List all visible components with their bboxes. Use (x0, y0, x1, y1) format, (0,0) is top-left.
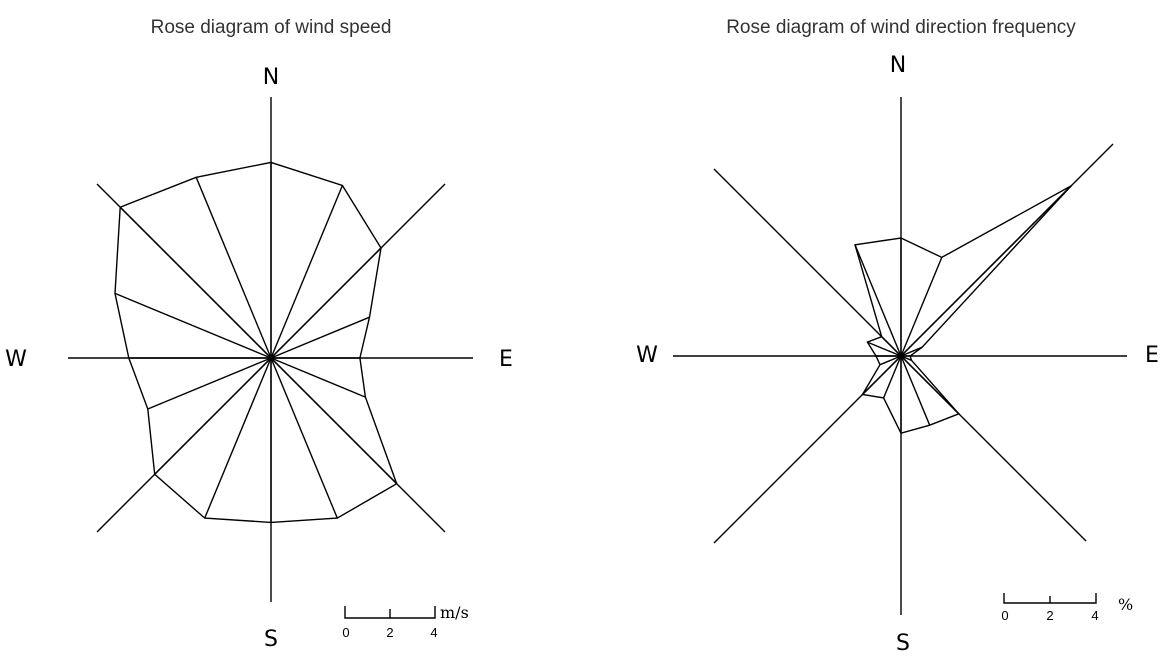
wind-frequency-title: Rose diagram of wind direction frequency (726, 17, 1076, 38)
freq-label-w: W (636, 343, 658, 368)
freq-scale-tick-0: 0 (1001, 608, 1008, 623)
freq-scale-unit: % (1118, 595, 1133, 614)
freq-spoke-nnw (854, 244, 902, 357)
freq-spoke-ene (900, 346, 923, 357)
speed-scale-tick-4: 4 (430, 625, 437, 640)
speed-spoke-nnw (195, 177, 272, 359)
speed-scale-line (344, 606, 436, 619)
freq-spoke-ese (900, 355, 912, 361)
speed-spoke-sw (154, 357, 272, 475)
speed-spoke-ssw (204, 357, 272, 519)
speed-spoke-nw (119, 206, 272, 359)
speed-scale-unit: m/s (440, 603, 469, 622)
freq-scale-line (1003, 593, 1097, 604)
freq-scale-bar: 0 2 4 % (1001, 593, 1133, 623)
speed-outline (114, 161, 398, 524)
freq-spoke-sse (900, 355, 931, 426)
speed-spoke-sse (270, 357, 338, 519)
speed-label-w: W (5, 347, 27, 372)
speed-label-n: N (263, 65, 279, 90)
freq-spoke-se (900, 355, 960, 415)
speed-spokes (114, 162, 398, 523)
speed-spoke-ene (270, 316, 370, 359)
freq-spoke-nw (881, 336, 902, 357)
speed-spoke-wnw (114, 292, 272, 359)
freq-spoke-nne (900, 257, 943, 357)
freq-label-n: N (890, 53, 906, 78)
freq-scale-tick-2: 2 (1046, 608, 1053, 623)
speed-spoke-se (270, 357, 398, 485)
freq-scale-tick-4: 4 (1091, 608, 1098, 623)
freq-label-s: S (896, 631, 910, 656)
wind-speed-title: Rose diagram of wind speed (151, 17, 392, 38)
speed-scale-tick-2: 2 (386, 625, 393, 640)
speed-spoke-nne (270, 185, 344, 359)
speed-spoke-ese (270, 357, 366, 398)
freq-spoke-ne (900, 185, 1072, 357)
freq-spokes (854, 185, 1072, 434)
freq-label-e: E (1145, 343, 1159, 368)
freq-spoke-ssw (882, 355, 902, 399)
freq-spoke-wsw (879, 355, 902, 366)
freq-spoke-wnw (867, 341, 902, 357)
speed-spoke-wsw (147, 357, 272, 410)
speed-label-e: E (499, 347, 513, 372)
freq-spoke-sw (862, 355, 902, 395)
speed-label-s: S (264, 627, 278, 652)
freq-outline (854, 185, 1072, 435)
speed-scale-tick-0: 0 (342, 625, 349, 640)
wind-speed-rose: Rose diagram of wind speed N E S W 0 2 4… (5, 17, 513, 652)
wind-frequency-rose: Rose diagram of wind direction frequency… (636, 17, 1159, 656)
speed-spoke-ne (270, 247, 382, 359)
speed-scale-bar: 0 2 4 m/s (342, 603, 468, 640)
